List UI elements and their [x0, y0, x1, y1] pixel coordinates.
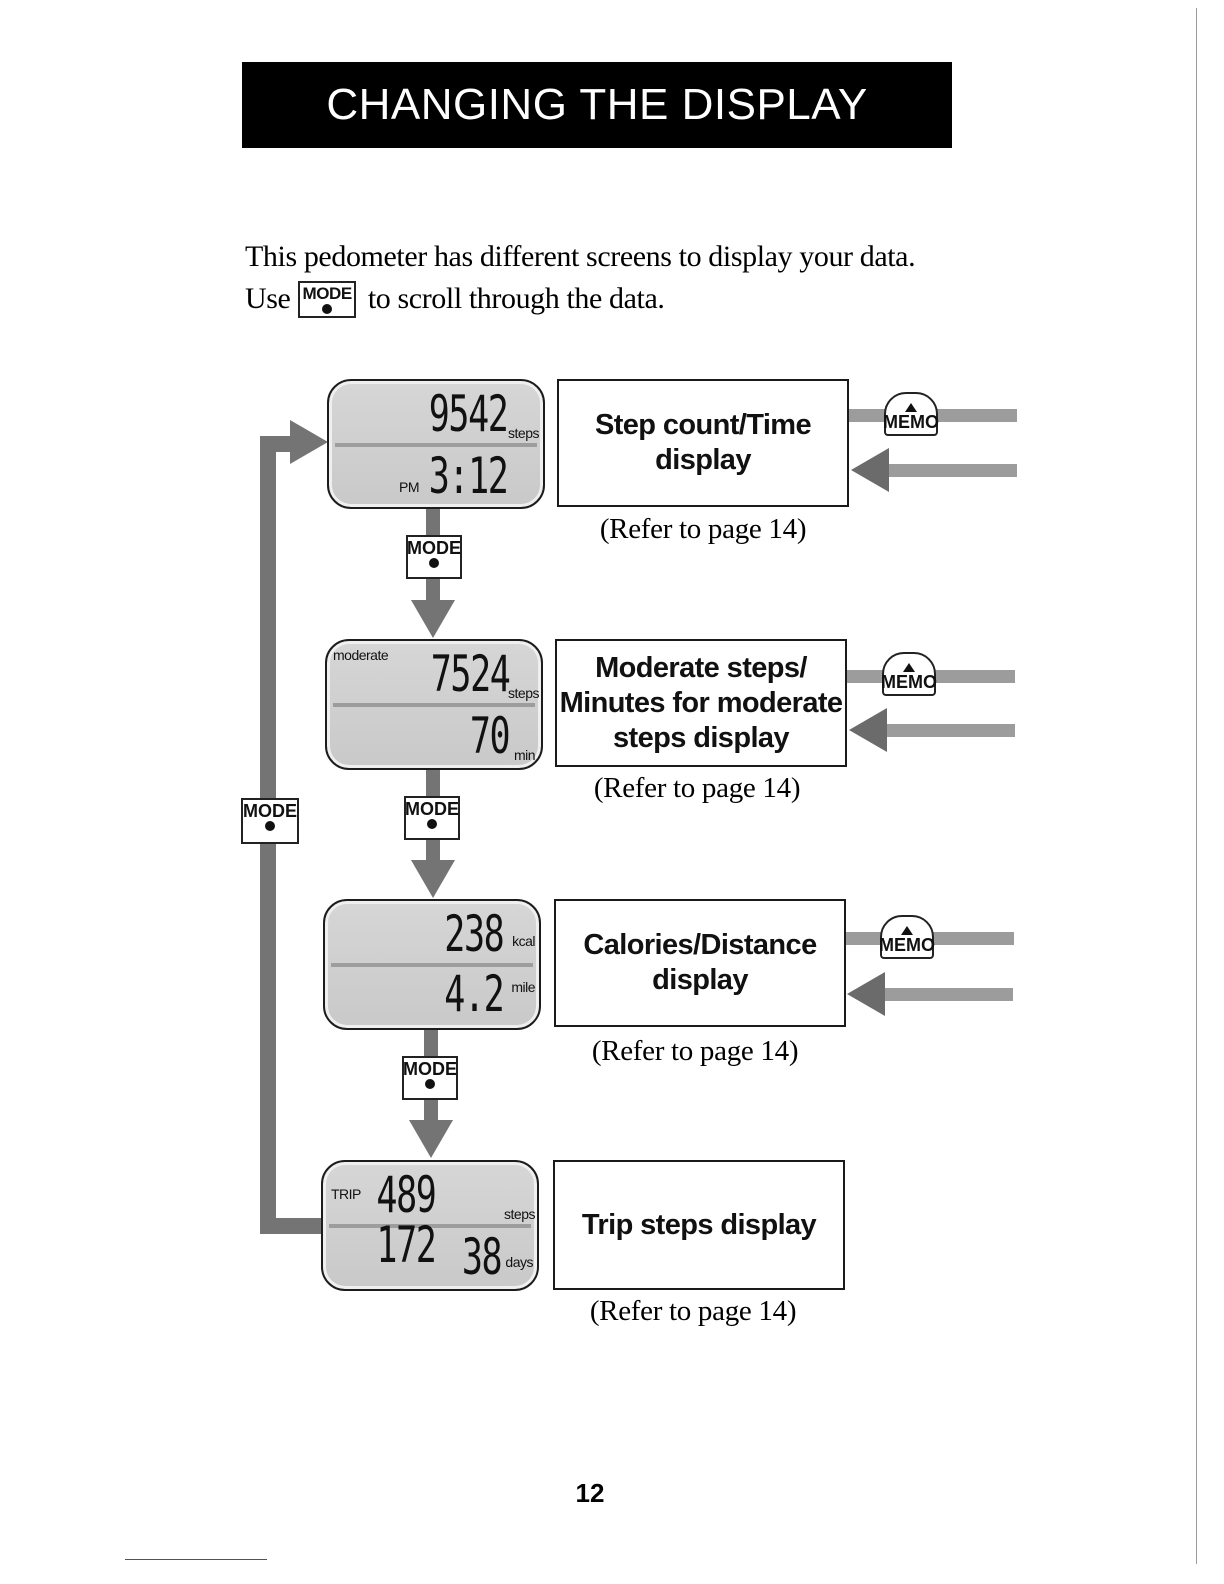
lcd-bottom-value: 3:12	[428, 447, 508, 505]
loop-back-line-top	[260, 436, 294, 452]
return-bar-1	[885, 464, 1017, 477]
lcd-top-unit: steps	[508, 425, 539, 441]
mode-button-label: MODE	[302, 283, 352, 303]
memo-label-2: MEMO	[881, 672, 937, 692]
lcd-top-value: 9542	[428, 385, 508, 443]
reference-calories: (Refer to page 14)	[591, 1035, 799, 1067]
mode-button-label-3: MODE	[403, 1059, 457, 1079]
mode-button-icon: MODE	[298, 280, 356, 318]
lcd-screen-step-time: 9542 steps PM 3:12	[327, 379, 545, 509]
page-number: 12	[575, 1478, 605, 1508]
reference-moderate: (Refer to page 14)	[593, 772, 801, 804]
down-arrow-head-3	[409, 1120, 453, 1158]
bottom-rule	[125, 1559, 267, 1560]
lcd-top-unit: steps	[504, 1206, 535, 1222]
lcd-top-value: 489 172	[376, 1166, 436, 1274]
page-title: CHANGING THE DISPLAY	[242, 62, 952, 148]
description-moderate: Moderate steps/ Minutes for moderate ste…	[555, 639, 847, 767]
reference-step-time: (Refer to page 14)	[599, 513, 807, 545]
lcd-bottom-value: 4.2	[443, 965, 504, 1023]
page-edge-rule	[1196, 8, 1197, 1564]
memo-button-icon-2: MEMO	[881, 652, 937, 696]
memo-button-icon-1: MEMO	[883, 392, 939, 436]
memo-label-1: MEMO	[883, 412, 939, 432]
description-step-time: Step count/Time display	[557, 379, 849, 507]
lcd-screen-calories: 238 kcal 4.2 mile	[323, 899, 541, 1030]
mode-button-icon-3: MODE	[402, 1056, 458, 1100]
lcd-bottom-unit: min	[513, 747, 536, 763]
intro-line-1: This pedometer has different screens to …	[245, 240, 916, 273]
description-trip: Trip steps display	[553, 1160, 845, 1290]
return-arrow-3	[847, 972, 885, 1016]
lcd-bottom-prefix: PM	[399, 479, 420, 495]
return-arrow-1	[851, 448, 889, 492]
down-arrow-head-2	[411, 860, 455, 898]
mode-button-label-2: MODE	[405, 799, 459, 819]
lcd-top-value: 7524	[430, 645, 510, 703]
mode-button-icon-1: MODE	[406, 535, 462, 579]
return-arrow-2	[849, 708, 887, 752]
down-arrow-head-1	[411, 600, 455, 638]
lcd-bottom-value: 70	[469, 707, 511, 765]
description-calories: Calories/Distance display	[554, 899, 846, 1027]
return-bar-3	[881, 988, 1013, 1001]
lcd-bottom-unit: days	[505, 1254, 533, 1270]
loop-back-line-bottom	[260, 1218, 324, 1234]
lcd-top-unit: steps	[508, 685, 539, 701]
reference-trip: (Refer to page 14)	[589, 1295, 797, 1327]
lcd-top-unit: kcal	[512, 933, 535, 949]
loop-mode-label: MODE	[243, 801, 297, 821]
intro-use-text: Use	[245, 282, 291, 315]
lcd-moderate-tag: moderate	[333, 647, 389, 663]
intro-line-2: Use MODE to scroll through the data.	[245, 278, 965, 320]
return-bar-2	[883, 724, 1015, 737]
loop-mode-button-icon: MODE	[241, 798, 299, 844]
mode-button-icon-2: MODE	[404, 796, 460, 840]
lcd-screen-moderate: moderate 7524 steps 70 min	[325, 639, 543, 770]
memo-label-3: MEMO	[879, 935, 935, 955]
lcd-bottom-value: 38	[461, 1228, 503, 1286]
lcd-trip-tag: TRIP	[331, 1186, 361, 1202]
intro-scroll-text: to scroll through the data.	[367, 282, 665, 315]
loop-back-arrow-head	[290, 420, 328, 464]
mode-button-label-1: MODE	[407, 538, 461, 558]
lcd-top-value: 238	[443, 905, 504, 963]
lcd-bottom-unit: mile	[511, 979, 535, 995]
intro-text: This pedometer has different screens to …	[245, 236, 965, 320]
memo-button-icon-3: MEMO	[879, 915, 935, 959]
lcd-screen-trip: TRIP 489 172 steps 38 days	[321, 1160, 539, 1291]
